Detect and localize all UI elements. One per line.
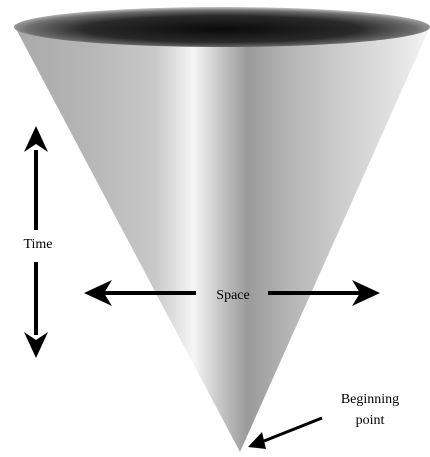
space-label: Space <box>216 288 249 303</box>
cone-rim <box>14 7 430 47</box>
beginning-point-label-line2: point <box>356 413 385 428</box>
cone-body <box>15 27 430 452</box>
space-arrowhead-left <box>84 280 112 306</box>
space-arrow <box>84 280 380 306</box>
space-arrowhead-right <box>352 280 380 306</box>
beginning-point-arrow <box>248 416 323 449</box>
time-arrowhead-down <box>24 332 48 358</box>
beginning-point-label-line1: Beginning <box>341 392 399 407</box>
time-arrowhead-up <box>24 126 48 152</box>
time-arrow <box>24 126 48 358</box>
time-label: Time <box>23 237 52 252</box>
